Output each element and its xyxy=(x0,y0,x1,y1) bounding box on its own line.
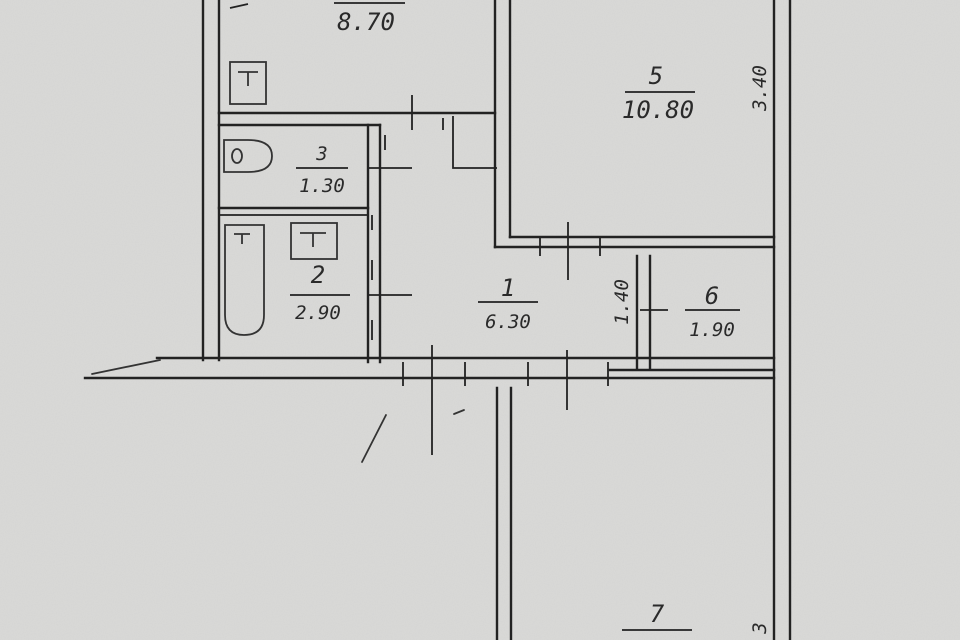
room-2-number: 2 xyxy=(311,261,325,289)
bath-sink-icon xyxy=(290,222,338,260)
room-6-number: 6 xyxy=(705,282,719,310)
dimension-ticks xyxy=(368,95,668,455)
dimension-room7-width: 3 xyxy=(749,622,771,634)
bathtub-tap-icon xyxy=(234,233,250,244)
pencil-mark xyxy=(361,414,387,463)
room-3-number: 3 xyxy=(315,143,327,165)
sink-top-icon xyxy=(229,61,267,105)
toilet-icon xyxy=(223,139,273,173)
sink-top-tap-icon xyxy=(238,71,258,86)
room-area-8-70: 8.70 xyxy=(337,8,395,36)
room-1-number: 1 xyxy=(501,274,515,302)
bath-sink-tap-icon xyxy=(300,232,326,247)
room-5-number: 5 xyxy=(649,62,663,90)
room-2-area: 2.90 xyxy=(295,302,341,324)
room-labels: 8.70 5 10.80 3 1.30 2 2.90 1 6.30 6 1.90… xyxy=(290,2,771,635)
corner-mark xyxy=(229,3,249,9)
pencil-dot xyxy=(453,409,465,415)
dimension-room5-width: 3.40 xyxy=(749,65,771,112)
toilet-seat-icon xyxy=(231,148,243,164)
fixtures xyxy=(223,61,338,336)
room-1-area: 6.30 xyxy=(485,311,531,333)
room-3-area: 1.30 xyxy=(299,175,345,197)
room-7-number: 7 xyxy=(650,600,665,628)
room-6-area: 1.90 xyxy=(689,319,735,341)
walls xyxy=(83,0,792,640)
bathtub-icon xyxy=(224,224,265,336)
dimension-corridor-width: 1.40 xyxy=(611,279,633,325)
room-5-area: 10.80 xyxy=(622,96,694,124)
